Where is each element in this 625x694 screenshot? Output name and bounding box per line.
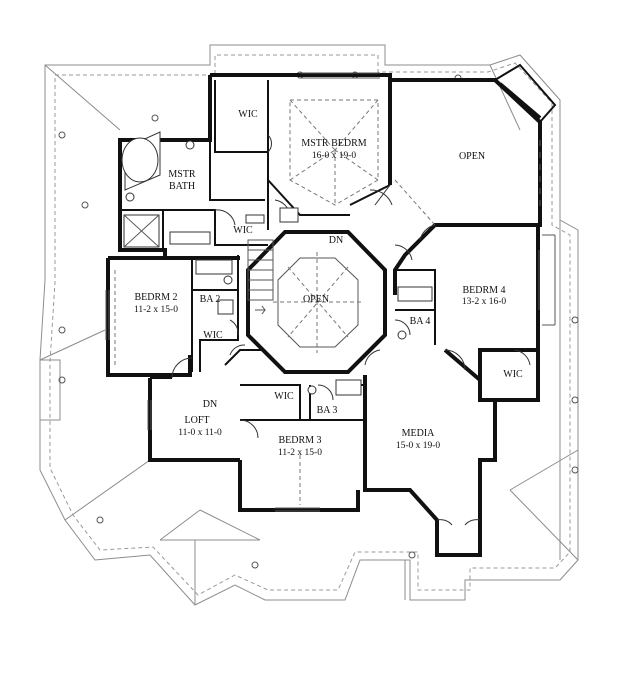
room-label-open-center: OPEN — [303, 294, 329, 305]
room-label-bedrm2: BEDRM 2 — [134, 292, 177, 303]
room-label-ba3: BA 3 — [317, 405, 338, 416]
room-label-ba4: BA 4 — [410, 316, 431, 327]
room-dims-bedrm2: 11-2 x 15-0 — [134, 305, 178, 315]
fixtures — [121, 131, 433, 396]
room-label-wic-top: WIC — [238, 109, 258, 120]
stair-label-dn-left: DN — [203, 399, 217, 410]
exterior-walls — [106, 73, 542, 557]
room-dims-mstr-bedrm: 16-0 x 19-0 — [312, 151, 357, 161]
room-label-wic-bed4: WIC — [503, 369, 523, 380]
room-label-bedrm3: BEDRM 3 — [278, 435, 321, 446]
vault-lines — [114, 99, 436, 505]
center-octagon — [246, 230, 387, 374]
room-label-mstr-bath: MSTR — [168, 169, 196, 180]
room-label-ba2: BA 2 — [200, 294, 221, 305]
interior-walls — [122, 80, 436, 421]
room-dims-bedrm4: 13-2 x 16-0 — [462, 297, 507, 307]
room-label-mstr-bedrm: MSTR BEDRM — [301, 138, 366, 149]
room-dims-loft: 11-0 x 11-0 — [178, 428, 222, 438]
room-label-media: MEDIA — [402, 428, 436, 439]
room-dims-media: 15-0 x 19-0 — [396, 441, 441, 451]
room-label-open-top: OPEN — [459, 151, 485, 162]
doors — [171, 134, 531, 526]
stair-label-dn-top: DN — [329, 235, 343, 246]
room-label-mstr-bath-2: BATH — [169, 181, 195, 192]
room-labels: WIC MSTR BEDRM 16-0 x 19-0 MSTR BATH WIC… — [134, 109, 523, 458]
bay-window — [494, 63, 557, 123]
room-dims-bedrm3: 11-2 x 15-0 — [278, 448, 322, 458]
room-label-wic-bath: WIC — [233, 225, 253, 236]
room-label-wic-bed3: WIC — [274, 391, 294, 402]
room-label-wic-bed2: WIC — [203, 330, 223, 341]
room-label-loft: LOFT — [185, 415, 210, 426]
roof-outline — [39, 44, 579, 606]
window-marks — [105, 72, 556, 512]
room-label-bedrm4: BEDRM 4 — [462, 285, 505, 296]
